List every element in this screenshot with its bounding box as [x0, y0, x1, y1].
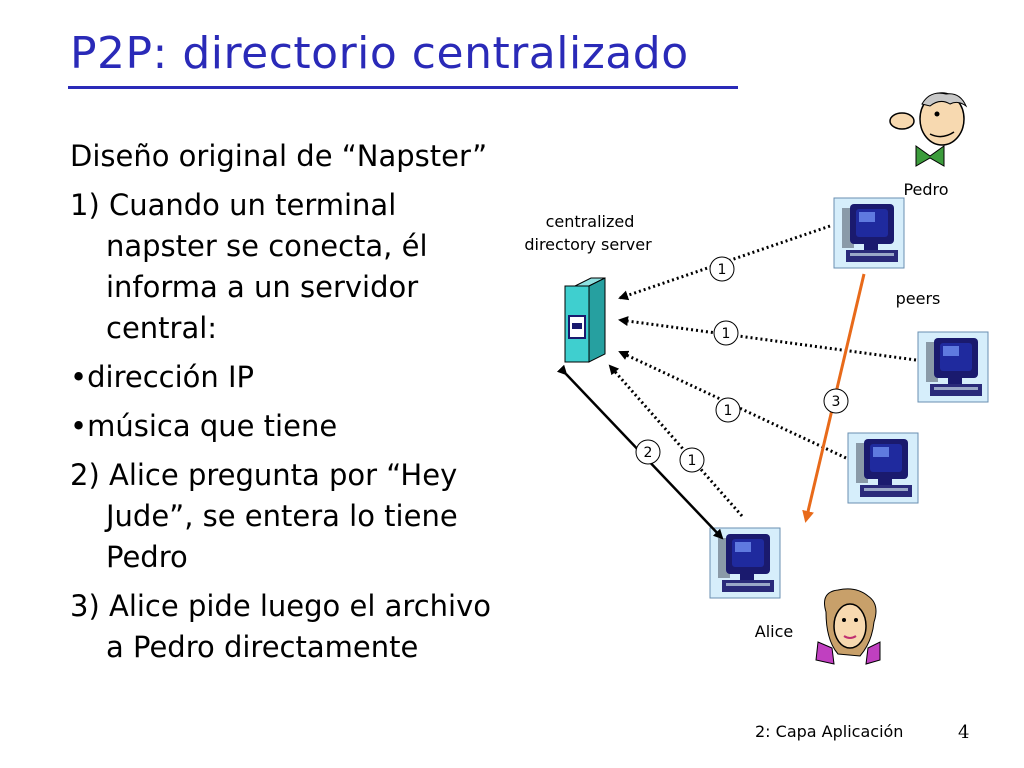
directory-server-icon: [564, 277, 606, 363]
svg-text:1: 1: [688, 453, 697, 469]
register-arrow-peer: [618, 316, 917, 362]
bullet-napster: Diseño original de “Napster”: [70, 139, 488, 173]
step-1-badge: 1: [713, 320, 739, 346]
pedro-person-icon: [889, 92, 968, 167]
bullet-ip-address: •dirección IP: [70, 360, 255, 394]
step-3-badge: 3: [823, 388, 849, 414]
peer-computer-icon: [917, 331, 989, 403]
title-underline: [68, 86, 738, 89]
slide-footer: 2: Capa Aplicación: [755, 722, 904, 741]
slide-title: P2P: directorio centralizado: [70, 28, 689, 79]
peers-label: peers: [896, 289, 941, 308]
alice-person-icon: [815, 588, 881, 665]
pedro-computer-icon: [833, 197, 905, 269]
alice-computer-icon: [709, 527, 781, 599]
svg-text:3: 3: [832, 394, 841, 410]
pedro-label: Pedro: [903, 180, 948, 199]
svg-text:1: 1: [724, 403, 733, 419]
server-label-line2: directory server: [524, 235, 652, 254]
step-1-badge: 1: [709, 256, 735, 282]
bullet-step-3: 3) Alice pide luego el archivo a Pedro d…: [70, 589, 491, 664]
svg-text:1: 1: [722, 326, 731, 342]
step-1-badge: 1: [715, 397, 741, 423]
bullet-music: •música que tiene: [70, 409, 338, 443]
svg-text:1: 1: [718, 262, 727, 278]
alice-label: Alice: [755, 622, 793, 641]
register-arrow-peer: [618, 350, 847, 460]
step-2-badge: 2: [635, 439, 661, 465]
step-1-badge: 1: [679, 447, 705, 473]
page-number: 4: [958, 722, 970, 743]
server-label-line1: centralized: [546, 212, 635, 231]
bullet-list: Diseño original de “Napster” 1) Cuando u…: [70, 136, 510, 676]
bullet-step-1: 1) Cuando un terminal napster se conecta…: [70, 188, 428, 345]
svg-text:2: 2: [644, 445, 653, 461]
bullet-step-2: 2) Alice pregunta por “Hey Jude”, se ent…: [70, 458, 458, 574]
peer-computer-icon: [847, 432, 919, 504]
